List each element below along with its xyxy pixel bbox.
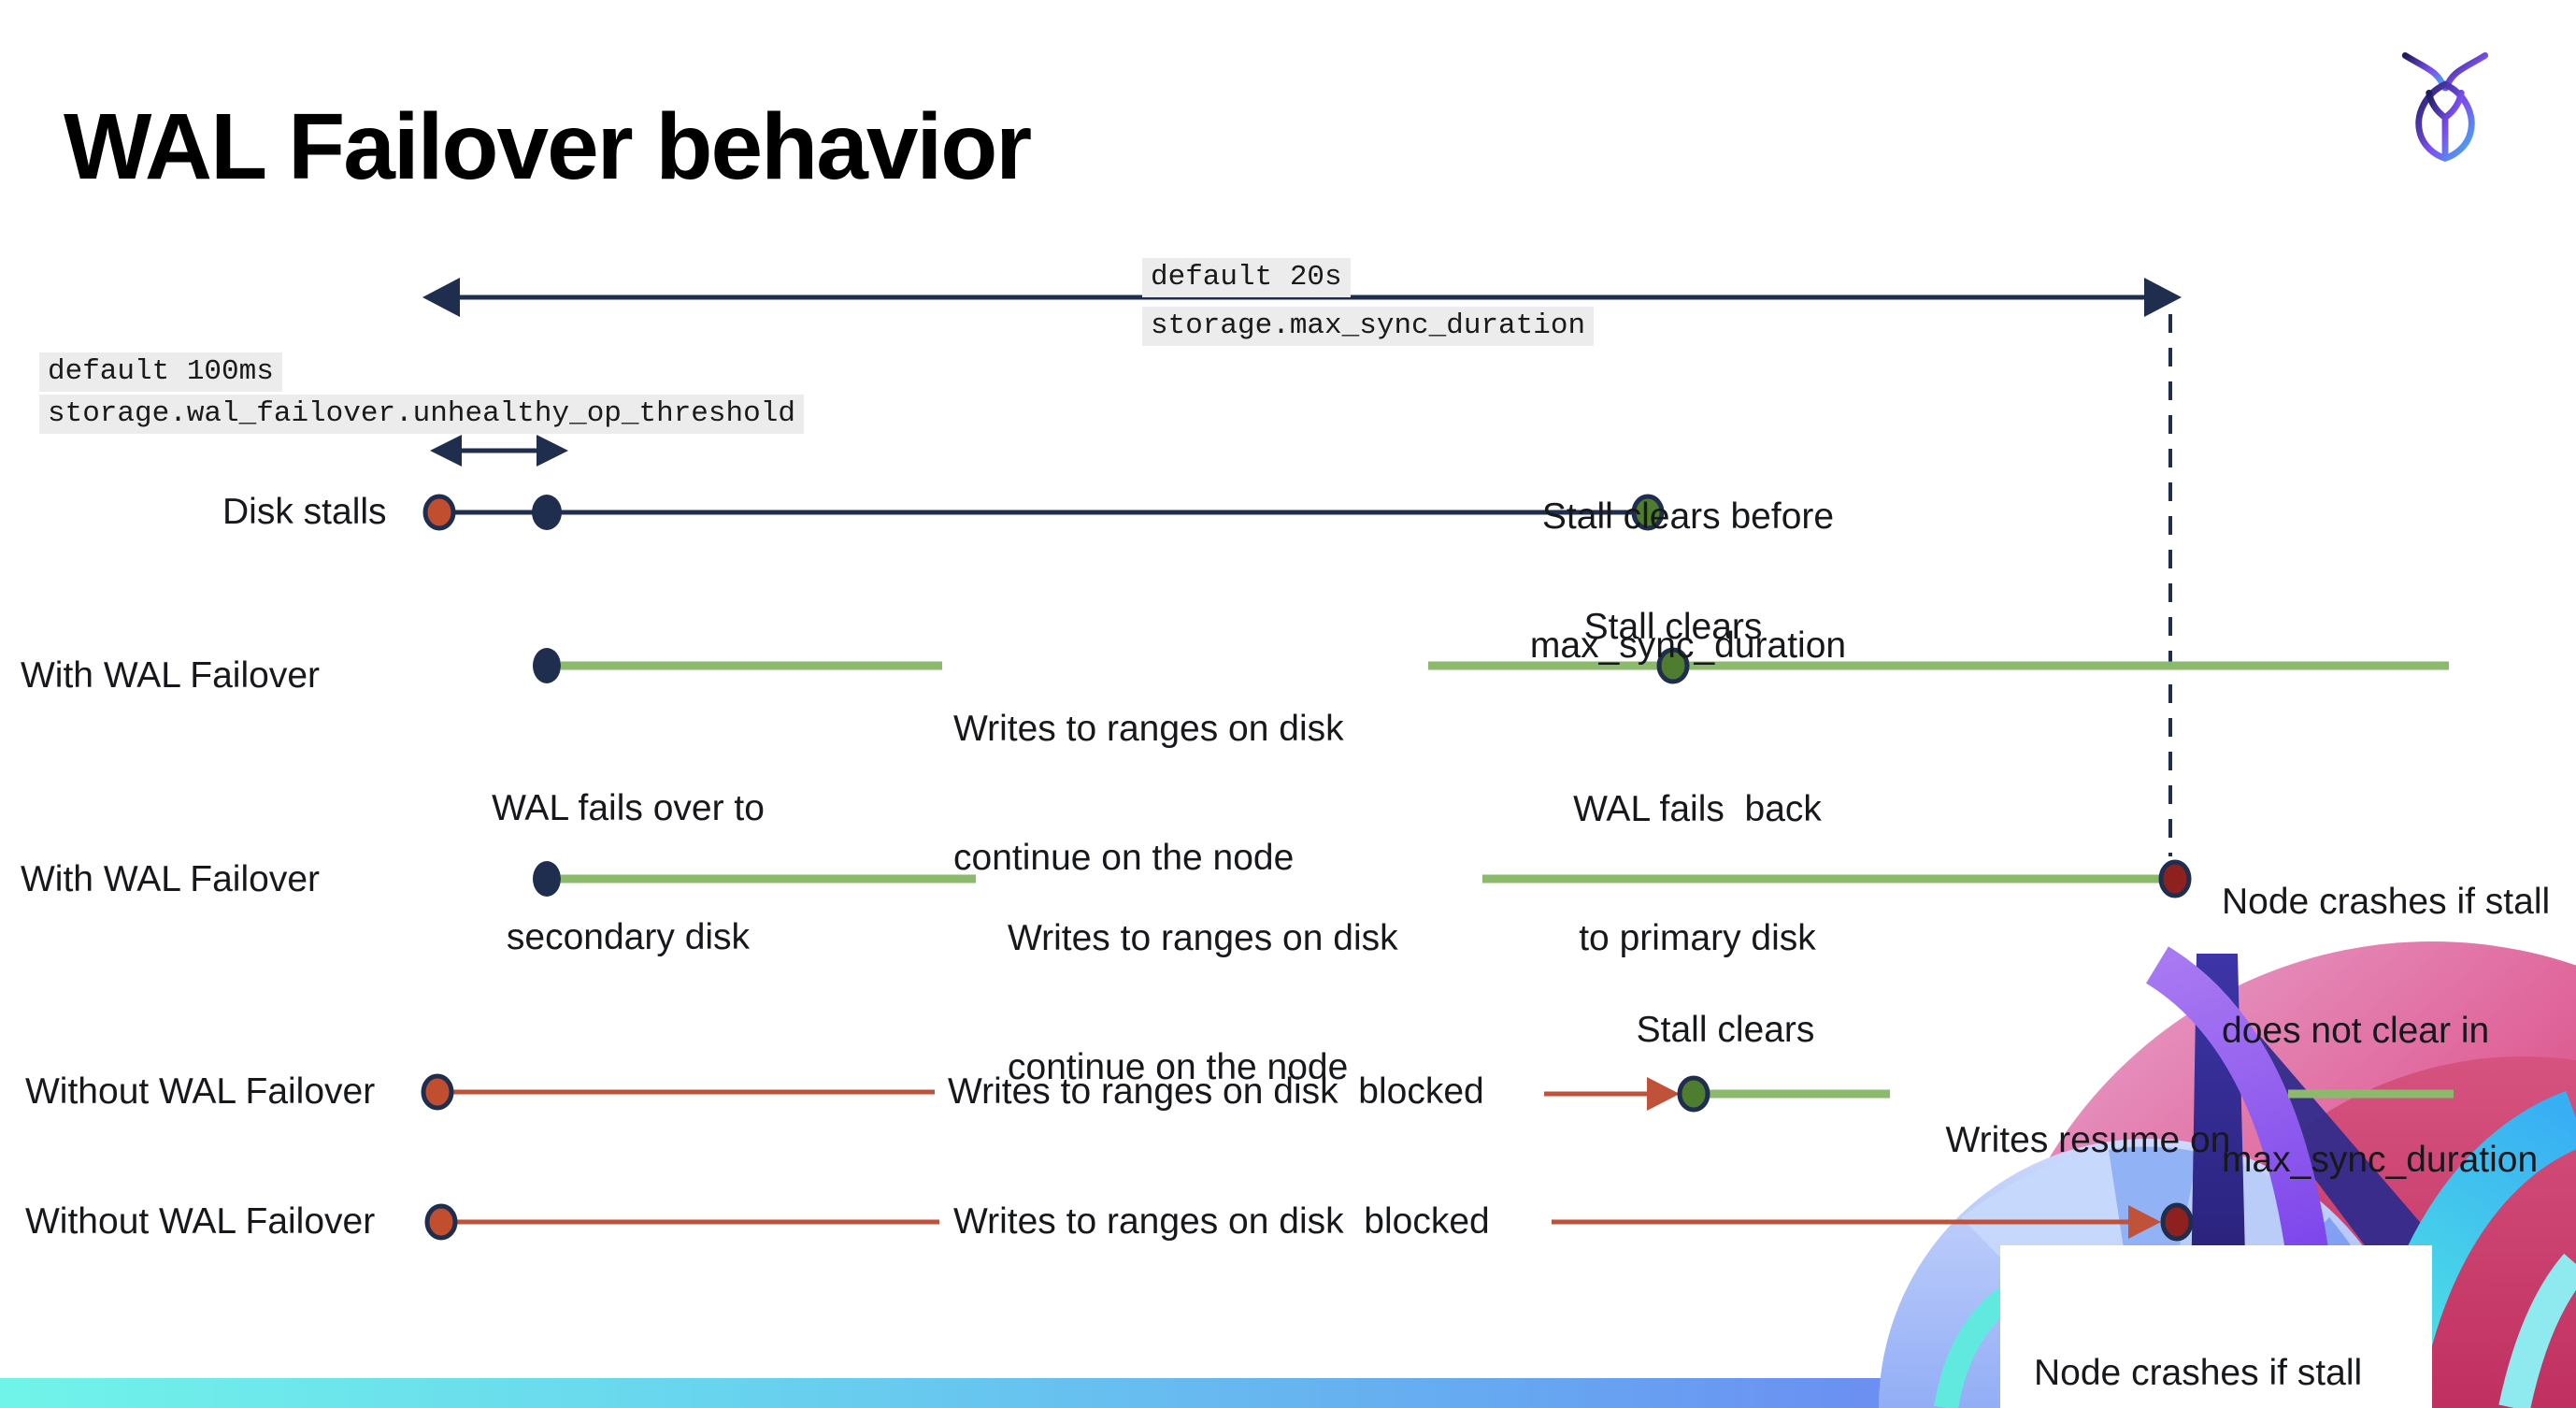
unhealthy-op-default-label: default 100ms <box>39 352 282 392</box>
stall-clears-dot <box>1631 494 1665 531</box>
timeline-disk-stalls <box>422 494 1665 531</box>
stall-clears-before-note: Stall clears before max_sync_duration <box>1530 409 1846 754</box>
note-line: continue on the node <box>953 838 1295 878</box>
writes-continue-note-1: Writes to ranges on disk continue on the… <box>953 622 1344 966</box>
note-line: WAL fails back <box>1573 789 1822 829</box>
row-label-with-wal-failover-2: With WAL Failover <box>21 859 320 899</box>
stall-clears-dot <box>1677 1075 1710 1113</box>
failback-note: WAL fails back to primary disk <box>1573 702 1822 1046</box>
writes-blocked-note-1: Writes to ranges on disk blocked <box>948 1071 1484 1112</box>
node-crash-dot <box>2158 859 2192 898</box>
timeline-without-wal-failover-2 <box>424 1202 2194 1242</box>
stall-start-dot <box>421 1073 454 1111</box>
unhealthy-op-threshold-arrow <box>430 435 568 467</box>
note-line: WAL fails over to <box>492 788 765 828</box>
writes-blocked-note-2: Writes to ranges on disk blocked <box>953 1201 1490 1242</box>
note-line: secondary disk <box>506 917 751 957</box>
note-line: does not clear in <box>2222 1011 2490 1051</box>
failover-note: WAL fails over to secondary disk <box>492 701 765 1045</box>
unhealthy-op-setting-label: storage.wal_failover.unhealthy_op_thresh… <box>39 395 804 434</box>
threshold-dot <box>532 495 562 530</box>
node-crash-dot <box>2160 1202 2194 1242</box>
failover-dot <box>533 861 561 897</box>
cockroachdb-logo-icon <box>2401 51 2489 162</box>
stall-start-dot <box>422 494 456 531</box>
note-line: Writes to ranges on disk <box>953 709 1344 749</box>
max-sync-default-label: default 20s <box>1142 258 1351 297</box>
timeline-with-wal-failover-2 <box>533 859 2192 898</box>
page-title: WAL Failover behavior <box>64 94 1032 199</box>
note-line: Node crashes if stall <box>2222 882 2551 922</box>
failover-dot <box>533 648 561 683</box>
stall-start-dot <box>424 1203 458 1241</box>
stall-clears-note-2: Stall clears <box>1636 1010 1815 1050</box>
row-label-disk-stalls: Disk stalls <box>222 492 387 532</box>
timeline-without-wal-failover-1 <box>421 1073 2454 1113</box>
note-line: Writes resume on <box>1945 1120 2231 1160</box>
stall-clears-note-1: Stall clears <box>1583 607 1763 647</box>
row-label-without-wal-failover-1: Without WAL Failover <box>25 1071 376 1112</box>
writes-continue-note-2: Writes to ranges on disk continue on the… <box>1008 831 1398 1175</box>
node-crash-note-2: Node crashes if stall does not clear in … <box>2034 1266 2432 1408</box>
note-line: continue on the node <box>1008 1047 1349 1087</box>
timeline-with-wal-failover-1 <box>533 647 2449 684</box>
stall-clears-dot <box>1656 647 1690 684</box>
note-line: Stall clears before <box>1541 496 1835 537</box>
max-sync-duration-arrow <box>422 278 2182 317</box>
note-line: to primary disk <box>1579 918 1816 958</box>
row-label-without-wal-failover-2: Without WAL Failover <box>25 1201 376 1242</box>
row-label-with-wal-failover-1: With WAL Failover <box>21 655 320 696</box>
note-line: Writes to ranges on disk <box>1008 918 1398 958</box>
node-crash-note-card: Node crashes if stall does not clear in … <box>2000 1245 2432 1408</box>
node-crash-note-1: Node crashes if stall does not clear in … <box>2222 795 2550 1268</box>
note-line: max_sync_duration <box>2222 1140 2539 1180</box>
max-sync-setting-label: storage.max_sync_duration <box>1142 307 1595 346</box>
note-line: max_sync_duration <box>1529 625 1847 666</box>
note-line: Node crashes if stall <box>2034 1353 2363 1393</box>
